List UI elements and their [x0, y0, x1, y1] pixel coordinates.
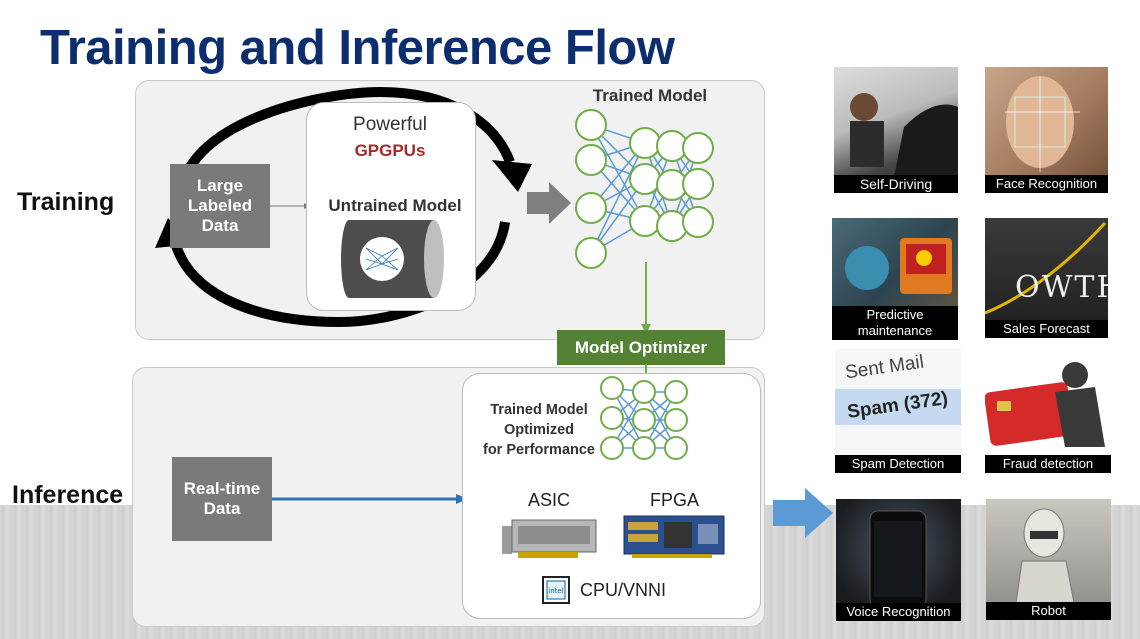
fpga-label: FPGA	[650, 490, 700, 510]
thumb-spam-detection: Sent Mail Spam (372) Spam Detection	[835, 349, 961, 473]
sent-mail-overlay: Sent Mail	[843, 351, 926, 384]
untrained-model-label: Untrained Model	[328, 196, 462, 215]
caption-self-driving: Self-Driving	[834, 175, 958, 193]
trained-model-label: Trained Model	[592, 86, 708, 105]
neural-network-icon	[600, 376, 688, 460]
slide-title: Training and Inference Flow	[40, 21, 675, 75]
network-node	[600, 376, 624, 400]
network-node	[664, 436, 688, 460]
network-node	[600, 436, 624, 460]
network-edge	[590, 124, 646, 222]
network-node	[629, 163, 661, 195]
thumb-robot: Robot	[986, 499, 1111, 620]
network-node	[682, 206, 714, 238]
caption-fraud-detection: Fraud detection	[985, 455, 1111, 473]
neural-network-icon	[575, 109, 714, 269]
inference-label: Inference	[12, 481, 124, 509]
network-node	[600, 406, 624, 430]
caption-face-recognition: Face Recognition	[985, 175, 1108, 193]
network-node	[575, 109, 607, 141]
training-label: Training	[17, 188, 115, 216]
block-arrow-icon	[527, 182, 571, 224]
block-arrow-icon	[773, 488, 833, 538]
model-optimizer-box: Model Optimizer	[557, 330, 725, 365]
network-node	[632, 408, 656, 432]
network-node	[682, 168, 714, 200]
fpga-card-icon	[623, 515, 725, 558]
asic-card-icon	[502, 519, 597, 558]
asic-label: ASIC	[528, 490, 571, 510]
network-node	[575, 237, 607, 269]
network-node	[629, 127, 661, 159]
caption-spam-detection: Spam Detection	[835, 455, 961, 473]
labeled-data-box: Large Labeled Data	[170, 164, 270, 248]
network-node	[682, 132, 714, 164]
optimized-model-label: Trained Model Optimized for Performance	[482, 402, 595, 458]
cpu-label: CPU/VNNI	[580, 580, 667, 600]
cylinder-icon	[341, 220, 444, 298]
gpgpus-label: GPGPUs	[354, 141, 426, 160]
caption-voice-recognition: Voice Recognition	[836, 603, 961, 621]
thumb-self-driving: Self-Driving	[834, 67, 958, 193]
network-node	[656, 210, 688, 242]
growth-overlay: OWTH	[1015, 270, 1108, 305]
network-node	[629, 205, 661, 237]
network-node	[664, 408, 688, 432]
caption-robot: Robot	[986, 602, 1111, 620]
caption-sales-forecast: Sales Forecast	[985, 320, 1108, 338]
network-node	[664, 380, 688, 404]
network-node	[575, 192, 607, 224]
svg-text:intel: intel	[548, 587, 563, 595]
thumb-voice-recognition: Voice Recognition	[836, 499, 961, 621]
network-node	[632, 380, 656, 404]
thumb-predictive-maintenance: Predictive maintenance	[832, 218, 958, 340]
network-edge	[590, 142, 646, 254]
blue-arrow	[272, 494, 468, 504]
green-arrow	[641, 262, 651, 334]
thumb-face-recognition: Face Recognition	[985, 67, 1108, 193]
connector-line	[270, 203, 310, 209]
thumb-fraud-detection: Fraud detection	[985, 347, 1111, 473]
network-node	[632, 436, 656, 460]
intel-chip-icon: intel	[542, 576, 570, 604]
caption-predictive-maintenance: Predictive maintenance	[832, 306, 958, 340]
realtime-data-box: Real-time Data	[172, 457, 272, 541]
powerful-label: Powerful	[353, 114, 427, 135]
network-node	[575, 144, 607, 176]
thumb-sales-forecast: OWTH Sales Forecast	[985, 218, 1108, 338]
